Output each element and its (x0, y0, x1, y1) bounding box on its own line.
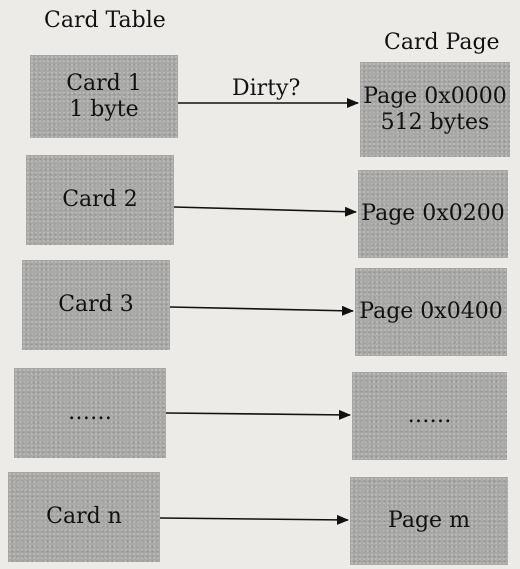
page-box-ellipsis: …… (352, 372, 507, 460)
page-label-3: Page 0x0400 (359, 299, 503, 325)
card-box-2: Card 2 (26, 155, 174, 245)
page-label-1: Page 0x0000 512 bytes (363, 83, 507, 135)
page-box-2: Page 0x0200 (358, 170, 508, 258)
card-box-ellipsis: …… (14, 368, 166, 458)
page-box-1: Page 0x0000 512 bytes (360, 62, 510, 157)
arrow-3 (169, 305, 354, 316)
arrow-2 (173, 206, 357, 217)
page-box-3: Page 0x0400 (355, 268, 507, 356)
card-label-3: Card 3 (58, 292, 134, 318)
arrow-n (159, 514, 349, 525)
page-label-m: Page m (388, 508, 470, 534)
card-box-n: Card n (8, 472, 160, 562)
card-label-ellipsis: …… (68, 400, 112, 426)
page-box-m: Page m (350, 477, 508, 565)
card-label-n: Card n (46, 504, 122, 530)
card-label-2: Card 2 (62, 187, 138, 213)
card-table-header: Card Table (44, 8, 166, 33)
card-box-3: Card 3 (22, 260, 170, 350)
card-label-1: Card 1 1 byte (66, 70, 142, 122)
dirty-label: Dirty? (232, 76, 301, 101)
arrow-ellipsis (165, 409, 351, 420)
page-label-2: Page 0x0200 (361, 201, 505, 227)
page-label-ellipsis: …… (407, 403, 452, 429)
card-box-1: Card 1 1 byte (30, 55, 178, 138)
card-page-header: Card Page (384, 30, 500, 55)
